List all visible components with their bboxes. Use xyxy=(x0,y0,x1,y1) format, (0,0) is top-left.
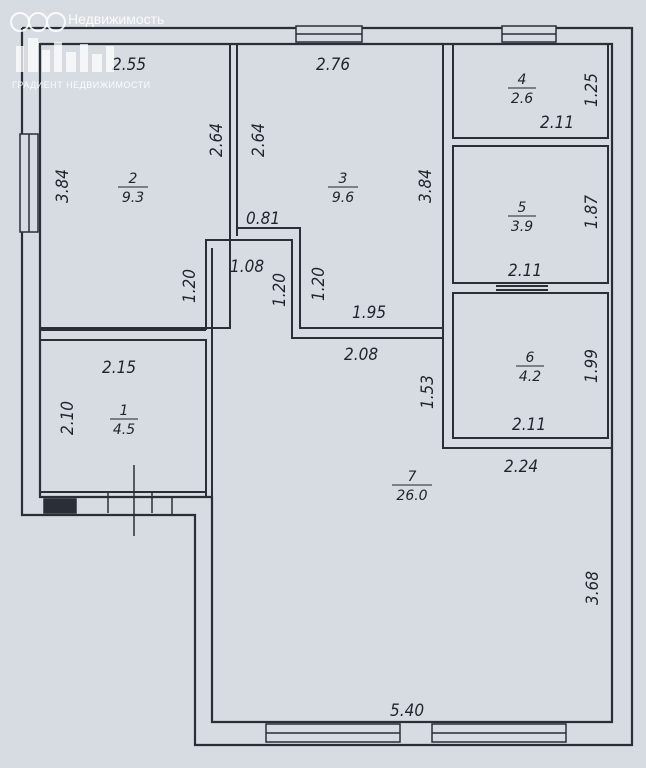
dim-room2-height: 3.84 xyxy=(53,169,73,203)
partition-details xyxy=(496,285,548,291)
room-6-area: 4.2 xyxy=(519,369,541,385)
dim-room2-right-wall: 2.64 xyxy=(207,123,227,157)
dim-hall-right-wall: 1.53 xyxy=(418,375,438,409)
room-labels: 2 9.3 3 9.6 4 2.6 5 3.9 6 4.2 1 4.5 xyxy=(110,72,544,504)
dim-room3-height: 3.84 xyxy=(416,169,436,203)
dim-room6-width: 2.11 xyxy=(512,415,546,435)
windows xyxy=(19,25,567,743)
dimension-labels: 2.55 3.84 2.64 2.76 2.64 3.84 0.81 2.11 … xyxy=(53,55,603,721)
dim-corridor-inner: 1.20 xyxy=(270,273,290,307)
room-1-number: 1 xyxy=(120,403,129,419)
dim-room3-bottom: 1.95 xyxy=(352,303,386,323)
room-7-number: 7 xyxy=(408,469,417,485)
dim-living-height: 3.68 xyxy=(583,571,603,605)
room-5-number: 5 xyxy=(518,200,527,216)
dim-room5-width: 2.11 xyxy=(508,261,542,281)
room-3-area: 9.6 xyxy=(332,190,354,206)
dim-corridor-left: 1.20 xyxy=(180,269,200,303)
room-6-walls xyxy=(442,292,612,449)
watermark-company: ГРАДИЕНТ НЕДВИЖИМОСТИ xyxy=(12,80,151,90)
room-1-area: 4.5 xyxy=(113,422,135,438)
dim-corridor-right: 1.20 xyxy=(309,267,329,301)
room-5-walls xyxy=(452,145,609,284)
room-7-area: 26.0 xyxy=(396,488,427,504)
outer-walls xyxy=(20,26,634,747)
room-7-label: 7 26.0 xyxy=(392,469,432,504)
room-5-area: 3.9 xyxy=(511,219,533,235)
room-2-area: 9.3 xyxy=(122,190,144,206)
room-2-label: 2 9.3 xyxy=(118,171,148,206)
room-4-label: 4 2.6 xyxy=(508,72,536,107)
room-4-number: 4 xyxy=(518,72,527,88)
dim-room3-step: 0.81 xyxy=(246,209,280,229)
room-1-walls xyxy=(39,339,207,493)
dim-room1-height: 2.10 xyxy=(58,401,78,435)
dim-room4-height: 1.25 xyxy=(582,73,602,107)
dim-room2-width: 2.55 xyxy=(112,55,146,75)
room-6-label: 6 4.2 xyxy=(516,350,544,385)
dim-room6-height: 1.99 xyxy=(582,349,602,383)
dim-living-width-top: 2.24 xyxy=(504,457,538,477)
room-3-number: 3 xyxy=(339,171,348,187)
dim-room4-width: 2.11 xyxy=(540,113,574,133)
dim-living-width: 5.40 xyxy=(390,701,424,721)
watermark-site: Недвижимость xyxy=(68,11,165,27)
watermark: Недвижимость ГРАДИЕНТ НЕДВИЖИМОСТИ xyxy=(6,6,206,96)
dim-room3-left-wall: 2.64 xyxy=(249,123,269,157)
watermark-logo-icon xyxy=(10,12,114,72)
dim-room1-width: 2.15 xyxy=(102,358,136,378)
dim-corridor-width: 1.08 xyxy=(230,257,264,277)
dim-hall-top: 2.08 xyxy=(344,345,378,365)
room-2-number: 2 xyxy=(129,171,138,187)
room-1-label: 1 4.5 xyxy=(110,403,138,438)
dim-room5-height: 1.87 xyxy=(582,195,602,229)
room-3-label: 3 9.6 xyxy=(328,171,358,206)
room-4-walls xyxy=(442,43,609,338)
entrance-door xyxy=(107,465,173,536)
room-6-number: 6 xyxy=(526,350,535,366)
room-5-label: 5 3.9 xyxy=(508,200,536,235)
dim-room3-width: 2.76 xyxy=(316,55,350,75)
room-4-area: 2.6 xyxy=(511,91,533,107)
